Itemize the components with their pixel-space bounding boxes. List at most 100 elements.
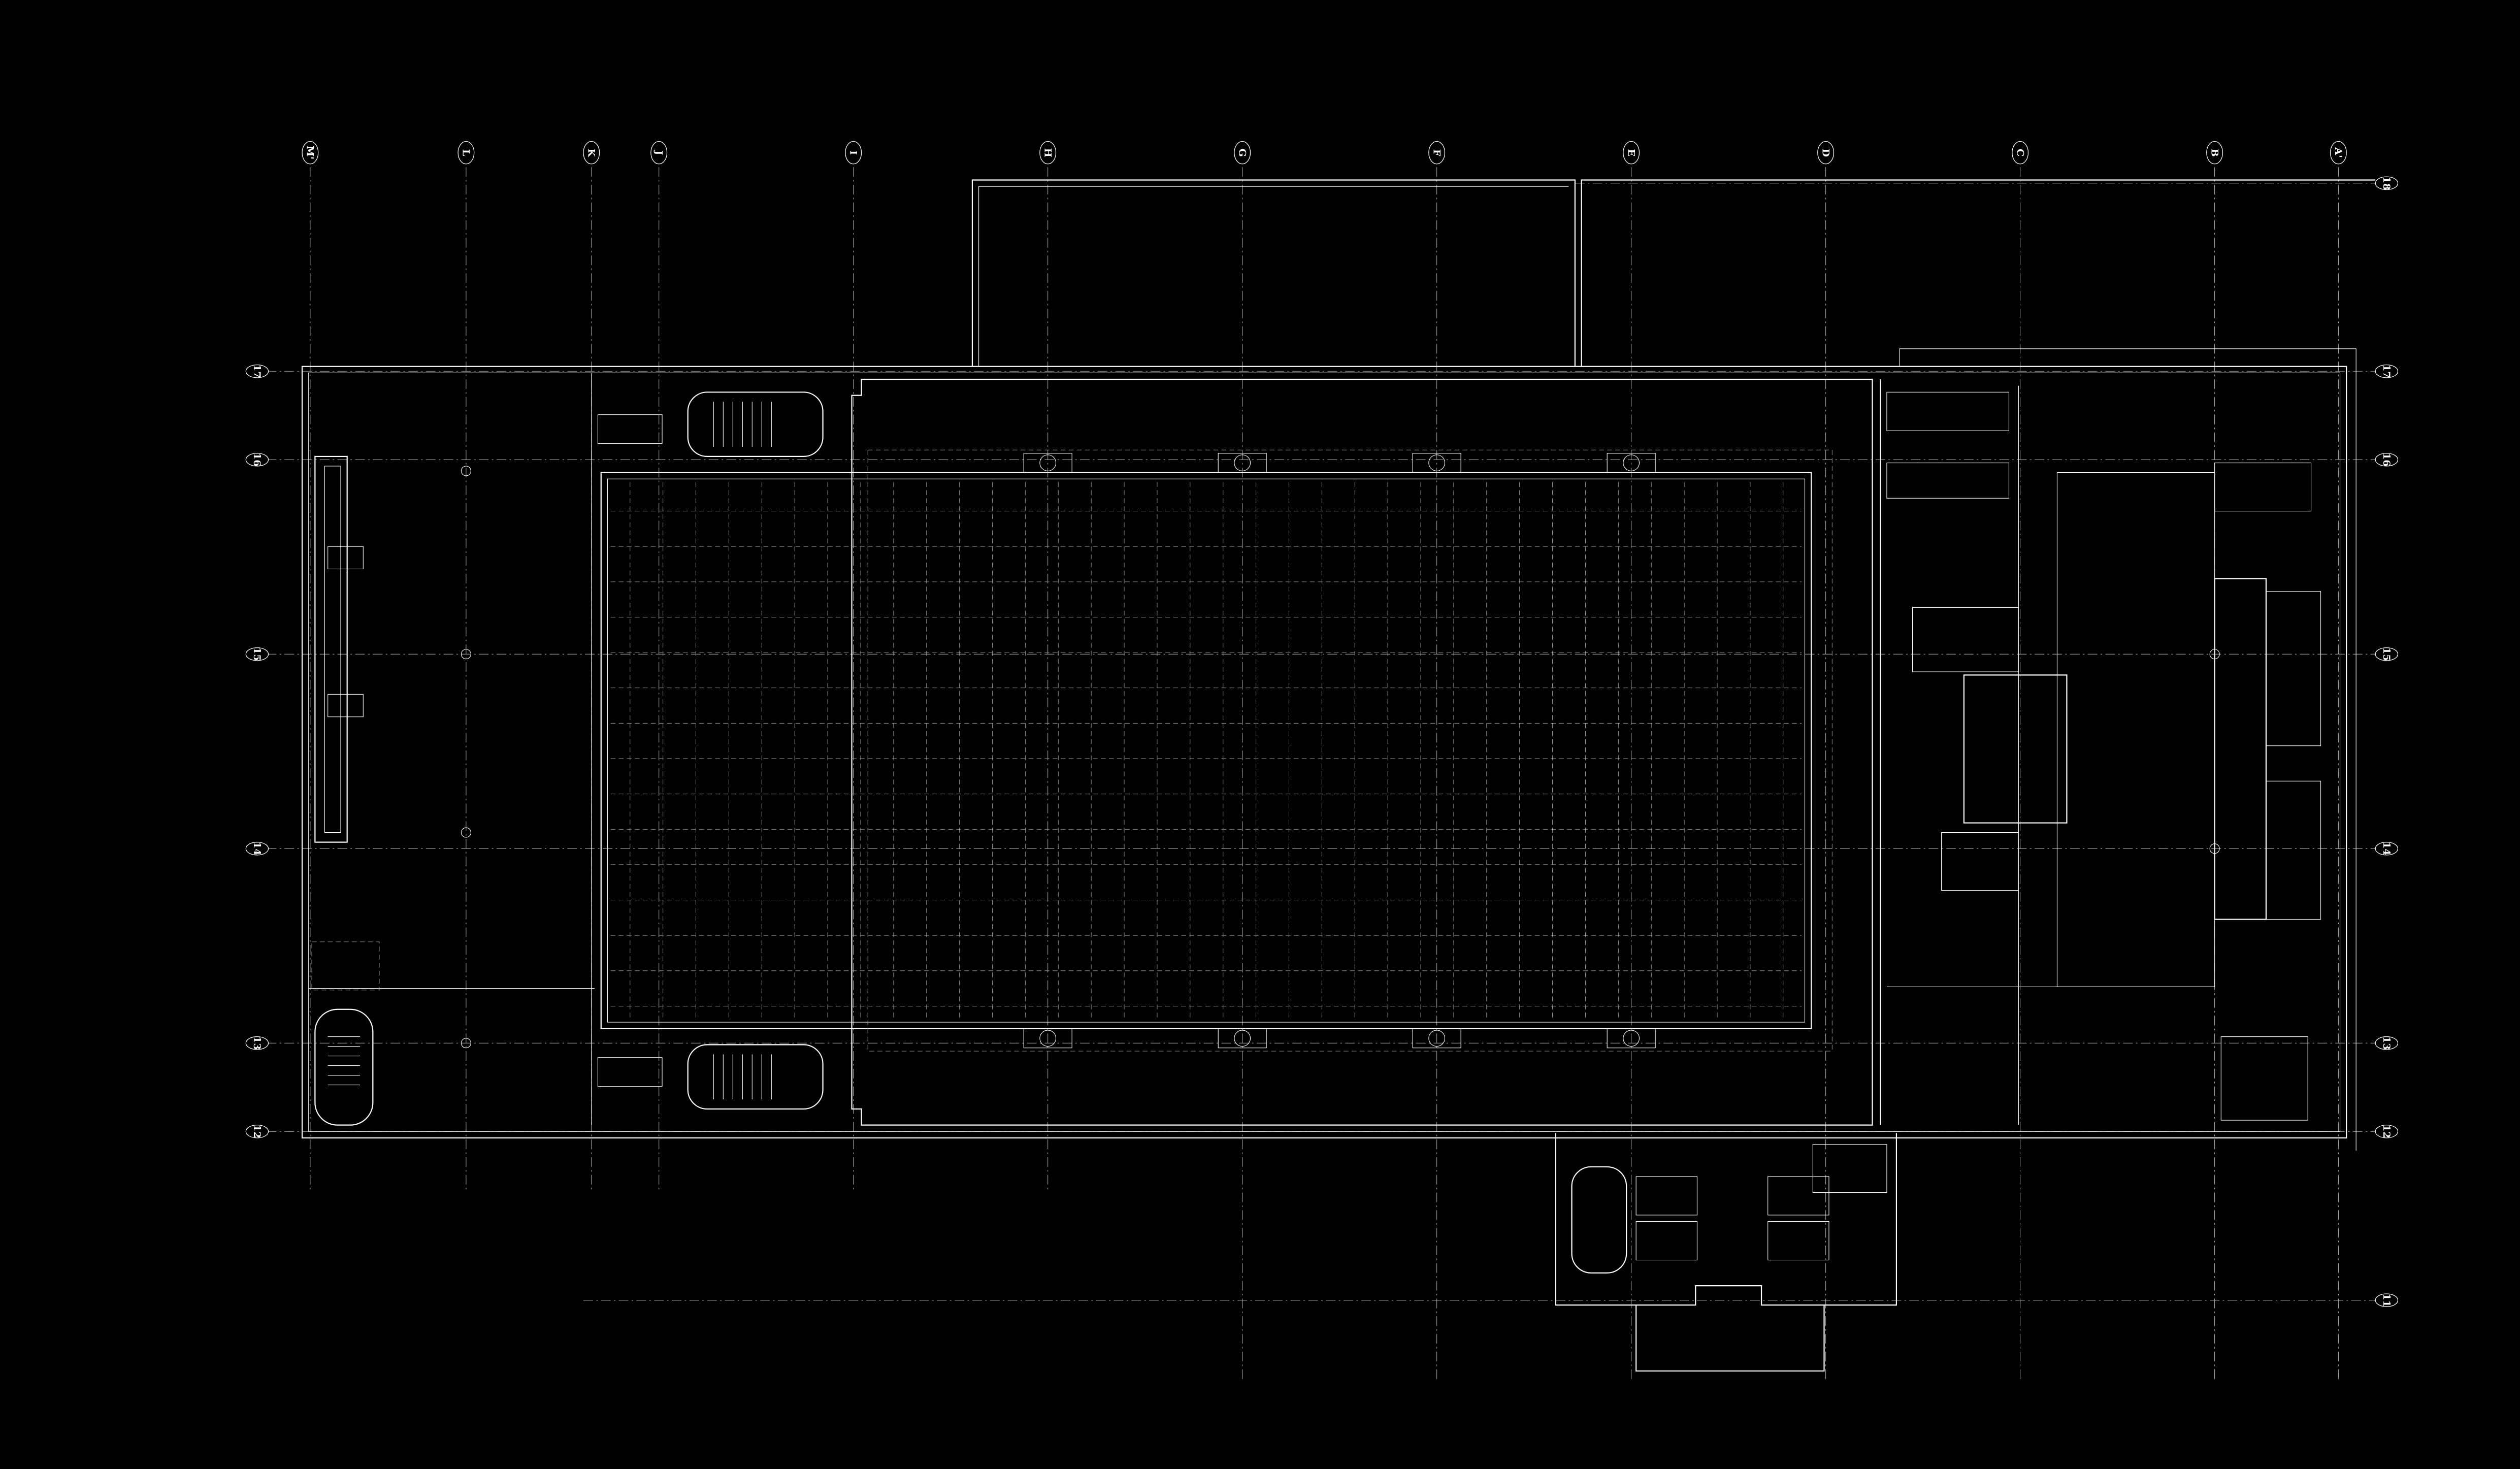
grid-label-column: M' bbox=[305, 146, 316, 159]
grid-bubble-row-left: 14 bbox=[245, 841, 269, 856]
grid-label-column: D bbox=[1820, 148, 1831, 156]
column-marker bbox=[1234, 454, 1251, 471]
column-marker bbox=[1039, 1030, 1057, 1047]
grid-bubble-column: K bbox=[583, 141, 600, 165]
grid-bubble-column: D bbox=[1817, 141, 1835, 165]
stair-left-bottom bbox=[314, 1008, 374, 1126]
stair-bottom bbox=[687, 1044, 824, 1110]
service-room bbox=[1941, 832, 2019, 891]
left-door bbox=[328, 546, 364, 570]
grid-bubble-row-right: 18 bbox=[2375, 176, 2399, 190]
restroom-stalls bbox=[2214, 463, 2312, 512]
fly-grid bbox=[610, 482, 1802, 1019]
grid-bubble-row-left: 16 bbox=[245, 452, 269, 467]
grid-label-column: G bbox=[1236, 149, 1248, 157]
stair-right-flight bbox=[2266, 591, 2321, 746]
hall-outer-wall bbox=[851, 378, 1873, 1126]
structural-column bbox=[1607, 453, 1656, 473]
stair-treads bbox=[328, 1036, 360, 1086]
service-room bbox=[1912, 607, 2019, 672]
grid-label-row: 15 bbox=[251, 647, 263, 661]
grid-label-row: 11 bbox=[2381, 1293, 2392, 1307]
grid-label-column: F bbox=[1431, 149, 1442, 156]
annex-room bbox=[1812, 1144, 1887, 1193]
restroom-stalls bbox=[1886, 391, 2010, 431]
grid-bubble-column: J bbox=[650, 141, 668, 165]
structural-column bbox=[1218, 453, 1267, 473]
column-marker bbox=[461, 1038, 471, 1049]
elevator-right bbox=[2220, 1036, 2308, 1121]
stage-area bbox=[600, 472, 1812, 1029]
lobby bbox=[2056, 472, 2215, 987]
exterior-wall bbox=[301, 366, 2347, 1139]
structural-column bbox=[1607, 1028, 1656, 1049]
elevator-car bbox=[1768, 1176, 1829, 1216]
grid-bubble-row-left: 15 bbox=[245, 647, 269, 661]
grid-label-row: 12 bbox=[251, 1125, 263, 1138]
grid-bubble-row-right: 15 bbox=[2375, 647, 2399, 661]
stair-treads bbox=[713, 402, 772, 1100]
bottom-annex bbox=[1555, 1133, 1897, 1306]
grid-label-column: H bbox=[1042, 148, 1053, 157]
column-marker bbox=[461, 827, 471, 838]
grid-label-row: 15 bbox=[2381, 647, 2392, 661]
grid-bubble-column: C bbox=[2012, 141, 2029, 165]
grid-bubble-row-right: 14 bbox=[2375, 841, 2399, 856]
grid-bubble-row-right: 17 bbox=[2375, 364, 2399, 378]
grid-label-row: 16 bbox=[251, 453, 263, 466]
shaft bbox=[311, 941, 380, 991]
stair-small bbox=[597, 1057, 663, 1087]
grid-label-column: E bbox=[1625, 149, 1637, 156]
column-marker bbox=[1428, 1030, 1446, 1047]
grid-bubble-row-right: 16 bbox=[2375, 452, 2399, 467]
grid-bubble-column: E bbox=[1623, 141, 1640, 165]
top-right-annex bbox=[1581, 179, 2376, 367]
structural-column bbox=[1218, 1028, 1267, 1049]
restroom-stalls bbox=[1886, 463, 2010, 499]
walls bbox=[301, 179, 2376, 1372]
grid-bubble-column: G bbox=[1234, 141, 1251, 165]
column-marker bbox=[461, 466, 471, 476]
grid-label-row: 17 bbox=[251, 365, 263, 378]
grid-label-row: 12 bbox=[2381, 1125, 2392, 1138]
grid-bubble-column: H bbox=[1039, 141, 1057, 165]
grid-bubble-row-left: 12 bbox=[245, 1125, 269, 1138]
column-marker bbox=[2209, 843, 2220, 854]
grid-bubble-row-right: 13 bbox=[2375, 1036, 2399, 1050]
grid-bubble-column: F bbox=[1428, 141, 1446, 165]
grid-bubble-column: M' bbox=[302, 141, 319, 165]
top-annex-inner bbox=[978, 186, 1569, 367]
grid-bubble-column: I bbox=[845, 141, 862, 165]
grid-bubble-column: A' bbox=[2330, 141, 2347, 165]
grid-label-row: 13 bbox=[251, 1036, 263, 1050]
structural-column bbox=[1023, 453, 1072, 473]
column-marker bbox=[1428, 454, 1446, 471]
stair-annex bbox=[1571, 1166, 1627, 1274]
grid-label-row: 18 bbox=[2381, 177, 2392, 190]
grid-label-row: 13 bbox=[2381, 1036, 2392, 1050]
grid-bubble-row-left: 13 bbox=[245, 1036, 269, 1050]
bottom-porch bbox=[1635, 1305, 1825, 1372]
structural-column bbox=[1412, 453, 1461, 473]
structural-columns bbox=[461, 453, 2220, 1049]
gallery-outline bbox=[867, 449, 1832, 1052]
elevator-core bbox=[1963, 674, 2068, 824]
column-marker bbox=[2209, 649, 2220, 660]
column-marker bbox=[1039, 454, 1057, 471]
grid-bubble-row-right: 11 bbox=[2375, 1293, 2399, 1307]
grid-label-column: J bbox=[653, 149, 664, 155]
stair-top bbox=[687, 391, 824, 458]
exterior-wall-inner bbox=[308, 372, 2341, 1132]
grid-bubble-row-right: 12 bbox=[2375, 1125, 2399, 1138]
grid-label-column: I bbox=[847, 150, 859, 155]
grid-label-column: A' bbox=[2333, 147, 2344, 158]
stair-small bbox=[597, 414, 663, 444]
structural-column bbox=[1023, 1028, 1072, 1049]
column-marker bbox=[1234, 1030, 1251, 1047]
left-balcony bbox=[314, 455, 348, 843]
grid-label-column: C bbox=[2014, 149, 2025, 156]
grid-label-column: K bbox=[585, 148, 597, 157]
grid-label-row: 14 bbox=[2381, 842, 2392, 855]
grid-bubble-column: L bbox=[457, 141, 475, 165]
